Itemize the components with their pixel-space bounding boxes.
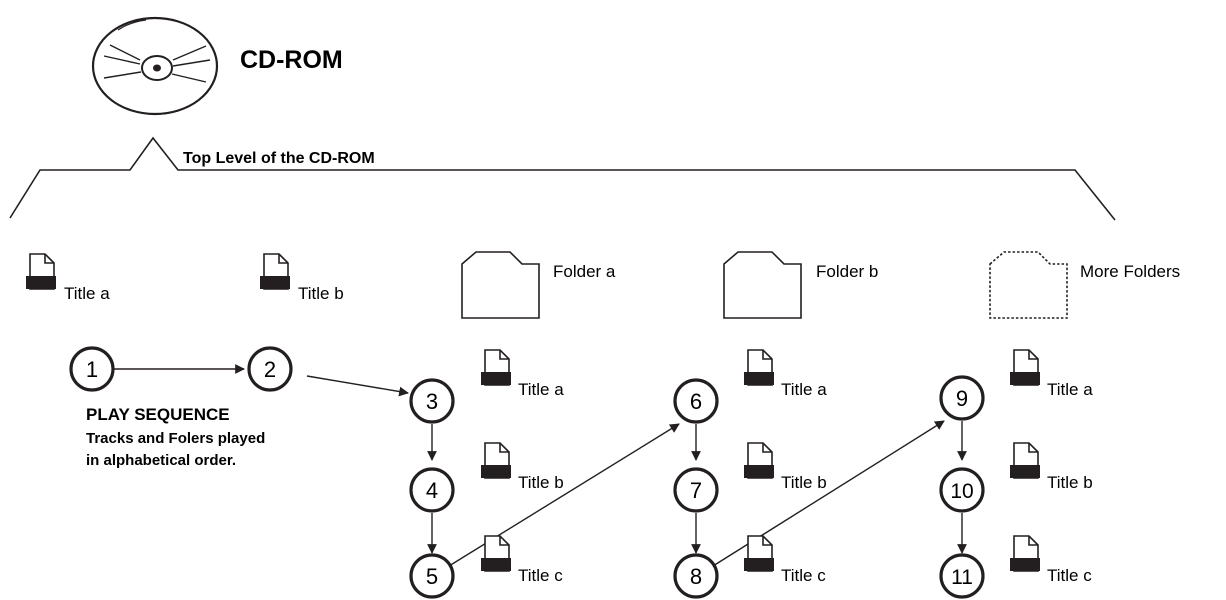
track-label: Title c xyxy=(781,566,826,585)
top-file-a-label: Title a xyxy=(64,284,110,303)
folder-a-track-b: mp3 Title b xyxy=(480,442,564,492)
folder-a-track-a: mp3 Title a xyxy=(480,349,564,399)
mp3-file-icon xyxy=(25,253,57,290)
mp3-file-icon xyxy=(480,535,512,572)
disc-label: CD-ROM xyxy=(240,46,343,74)
step-circle-8: 8 xyxy=(673,553,719,599)
top-folder-a: Folder a xyxy=(461,251,616,319)
step-number: 7 xyxy=(690,478,702,503)
folder-b-track-a: mp3 Title a xyxy=(743,349,827,399)
mp3-badge: mp3 xyxy=(746,479,770,491)
step-number: 2 xyxy=(264,357,276,382)
track-label: Title b xyxy=(1047,473,1093,492)
folder-b-track-b: mp3 Title b xyxy=(743,442,827,492)
play-sequence-note-line2: in alphabetical order. xyxy=(86,452,236,469)
step-circle-2: 2 xyxy=(247,346,293,392)
mp3-badge: mp3 xyxy=(28,290,52,302)
mp3-badge: mp3 xyxy=(483,572,507,584)
step-number: 11 xyxy=(951,566,973,589)
track-label: Title c xyxy=(1047,566,1092,585)
mp3-badge: mp3 xyxy=(483,386,507,398)
step-number: 10 xyxy=(950,480,973,503)
folder-b-track-c: mp3 Title c xyxy=(743,535,826,585)
mp3-badge: mp3 xyxy=(1012,479,1036,491)
step-circle-6: 6 xyxy=(673,378,719,424)
mp3-file-icon xyxy=(1009,535,1041,572)
track-label: Title a xyxy=(518,380,564,399)
step-circle-7: 7 xyxy=(673,467,719,513)
top-level-label: Top Level of the CD-ROM xyxy=(183,150,375,167)
step-number: 4 xyxy=(426,478,438,503)
track-label: Title c xyxy=(518,566,563,585)
step-circle-3: 3 xyxy=(409,378,455,424)
folder-b-label: Folder b xyxy=(816,262,878,281)
track-label: Title a xyxy=(1047,380,1093,399)
top-folder-b: Folder b xyxy=(723,251,878,319)
step-number: 6 xyxy=(690,389,702,414)
mp3-file-icon xyxy=(743,349,775,386)
more-folders-track-b: mp3 Title b xyxy=(1009,442,1093,492)
step-circle-5: 5 xyxy=(409,553,455,599)
folder-icon xyxy=(723,251,802,319)
arrow-2-3 xyxy=(306,375,409,397)
mp3-file-icon xyxy=(480,442,512,479)
more-folders-track-a: mp3 Title a xyxy=(1009,349,1093,399)
mp3-badge: mp3 xyxy=(1012,572,1036,584)
track-label: Title b xyxy=(518,473,564,492)
cd-rom-disc-icon xyxy=(91,16,219,116)
mp3-badge: mp3 xyxy=(262,290,286,302)
mp3-file-icon xyxy=(743,535,775,572)
arrow-5-6 xyxy=(448,423,680,567)
dashed-folder-icon xyxy=(989,251,1068,319)
track-label: Title a xyxy=(781,380,827,399)
mp3-badge: mp3 xyxy=(1012,386,1036,398)
top-more-folders: More Folders xyxy=(989,251,1180,319)
play-sequence-heading: PLAY SEQUENCE xyxy=(86,405,230,424)
play-sequence-note-line1: Tracks and Folers played xyxy=(86,430,265,447)
step-number: 9 xyxy=(956,386,968,411)
mp3-badge: mp3 xyxy=(746,386,770,398)
top-file-b-label: Title b xyxy=(298,284,344,303)
step-number: 3 xyxy=(426,389,438,414)
mp3-badge: mp3 xyxy=(746,572,770,584)
top-file-b: mp3 Title b xyxy=(259,253,344,303)
folder-a-track-c: mp3 Title c xyxy=(480,535,563,585)
folder-icon xyxy=(461,251,540,319)
mp3-badge: mp3 xyxy=(483,479,507,491)
top-file-a: mp3 Title a xyxy=(25,253,110,303)
more-folders-label: More Folders xyxy=(1080,262,1180,281)
step-number: 1 xyxy=(86,357,98,382)
mp3-file-icon xyxy=(480,349,512,386)
mp3-file-icon xyxy=(743,442,775,479)
folder-a-label: Folder a xyxy=(553,262,616,281)
mp3-file-icon xyxy=(1009,349,1041,386)
more-folders-track-c: mp3 Title c xyxy=(1009,535,1092,585)
top-level-bracket xyxy=(9,136,1116,221)
step-circle-1: 1 xyxy=(69,346,115,392)
track-label: Title b xyxy=(781,473,827,492)
step-number: 5 xyxy=(426,564,438,589)
step-circle-11: 11 xyxy=(939,553,985,599)
step-circle-9: 9 xyxy=(939,375,985,421)
mp3-file-icon xyxy=(259,253,291,290)
step-circle-4: 4 xyxy=(409,467,455,513)
step-number: 8 xyxy=(690,564,702,589)
step-circle-10: 10 xyxy=(939,467,985,513)
mp3-file-icon xyxy=(1009,442,1041,479)
